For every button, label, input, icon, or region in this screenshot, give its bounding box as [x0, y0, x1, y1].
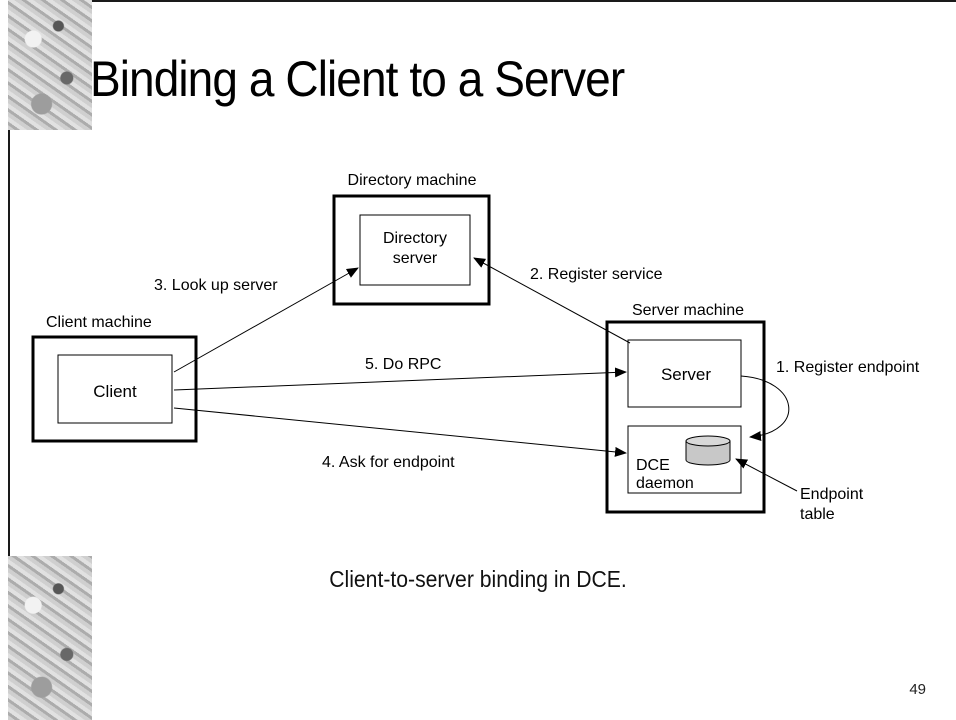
arrow-register-service	[473, 257, 631, 344]
endpoint-table-icon	[685, 435, 731, 466]
endpoint-table-label-line2: table	[800, 506, 835, 523]
client-process-label: Client	[93, 382, 137, 401]
arrow-do-rpc	[173, 367, 627, 391]
step-register-endpoint: 1. Register endpoint	[776, 359, 920, 376]
server-process-box	[627, 339, 742, 408]
server-machine-label: Server machine	[632, 302, 744, 319]
arrow-register-endpoint	[740, 375, 790, 441]
arrow-look-up-server	[173, 267, 359, 373]
directory-server-box	[359, 214, 471, 286]
page-number: 49	[909, 681, 926, 698]
arrow-ask-for-endpoint	[173, 407, 627, 457]
figure-caption: Client-to-server binding in DCE.	[329, 566, 627, 592]
slide-title: Binding a Client to a Server	[90, 51, 625, 107]
arrow-endpoint-table	[735, 458, 798, 492]
client-process-box	[57, 354, 173, 424]
slide-left-border	[8, 0, 10, 720]
step-look-up-server: 3. Look up server	[154, 277, 278, 294]
directory-server-label-line2: server	[393, 250, 438, 267]
decorative-texture-bottom	[8, 556, 92, 720]
slide-top-border	[8, 0, 956, 2]
step-register-service: 2. Register service	[530, 266, 663, 283]
directory-server-label-line1: Directory	[383, 230, 447, 247]
dce-daemon-label-line2: daemon	[636, 475, 694, 492]
step-ask-for-endpoint: 4. Ask for endpoint	[322, 454, 455, 471]
client-machine-label: Client machine	[46, 314, 152, 331]
directory-machine-label: Directory machine	[348, 172, 477, 189]
dce-daemon-label-line1: DCE	[636, 457, 670, 474]
server-process-label: Server	[661, 365, 711, 384]
endpoint-table-label-line1: Endpoint	[800, 486, 864, 503]
step-do-rpc: 5. Do RPC	[365, 356, 441, 373]
decorative-texture-top	[8, 0, 92, 130]
